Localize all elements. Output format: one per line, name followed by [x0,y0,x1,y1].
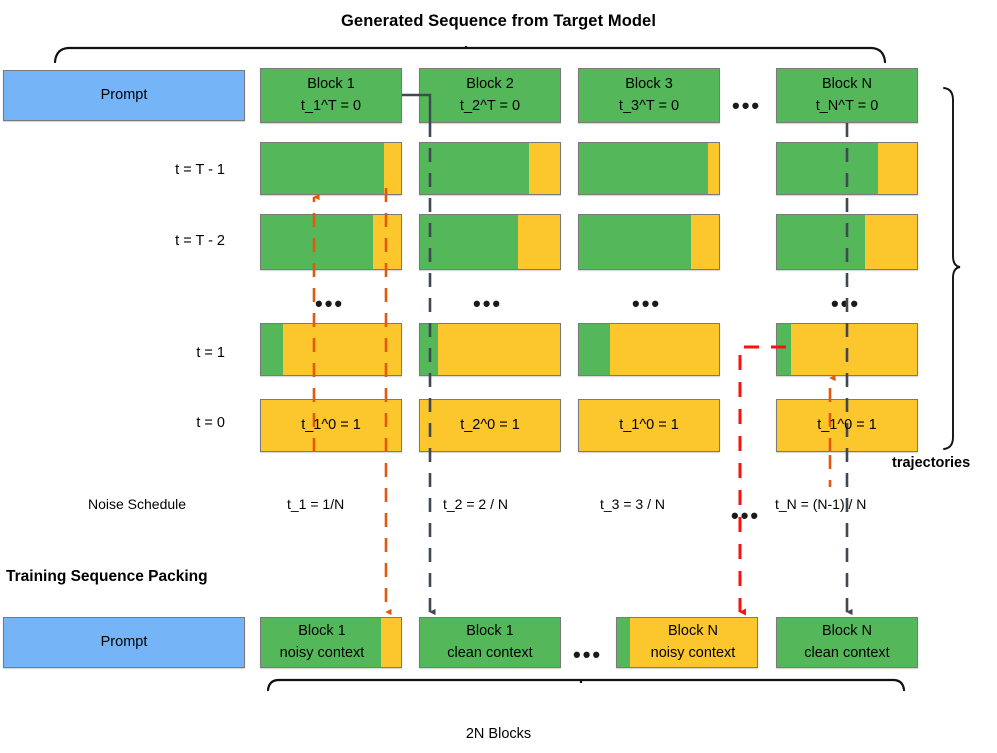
noisy-segment [518,215,560,269]
clean-segment [420,143,530,194]
packing-block-n-noisy-clean-seg [617,618,630,667]
prompt-block-top: Prompt [3,70,245,121]
denoise-block-cn-r3 [776,323,918,376]
clean-segment [777,215,866,269]
denoise-block-c1-r3 [260,323,402,376]
clean-segment [777,143,878,194]
denoise-block-cn-r2 [776,214,918,270]
column-1-ellipsis: ••• [315,291,345,316]
denoise-block-c3-r1 [578,142,720,195]
noisy-segment [529,143,560,194]
packing-ellipsis: ••• [573,642,603,667]
noisy-segment [438,324,560,375]
packing-block-1-noisy-clean-seg [261,618,382,667]
clean-segment [579,143,708,194]
section-title-packing: Training Sequence Packing [6,568,208,585]
noisy-segment [865,215,917,269]
noise-schedule-t2: t_2 = 2 / N [443,496,508,512]
clean-segment [579,215,691,269]
noisy-segment [691,215,719,269]
final-block-c2: t_2^0 = 1 [419,399,561,452]
row-label-t-T-2: t = T - 2 [175,233,225,249]
column-3-ellipsis: ••• [632,291,662,316]
noisy-context-flow-blockn-elbow [738,345,786,616]
noisy-segment [877,143,917,194]
row-label-t-0: t = 0 [196,415,225,431]
denoise-block-c2-r2 [419,214,561,270]
clean-segment [261,324,284,375]
bottom-span-bracket [266,678,906,692]
denoise-block-c2-r3 [419,323,561,376]
noise-schedule-t3: t_3 = 3 / N [600,496,665,512]
noise-schedule-t1: t_1 = 1/N [287,496,345,512]
denoise-block-c2-r1 [419,142,561,195]
trajectories-label: trajectories [892,455,971,471]
top-row-ellipsis: ••• [732,93,762,118]
noisy-segment [707,143,719,194]
denoise-block-cn-r1 [776,142,918,195]
block1-to-block2-connector [402,93,432,123]
column-n-ellipsis: ••• [831,291,861,316]
noisy-segment [609,324,719,375]
denoise-block-c3-r3 [578,323,720,376]
bottom-caption-2n-blocks: 2N Blocks [465,726,532,742]
column-2-ellipsis: ••• [473,291,503,316]
clean-segment [261,143,385,194]
clean-segment [579,324,610,375]
denoise-block-c3-r2 [578,214,720,270]
noise-schedule-label: Noise Schedule [88,496,187,512]
denoise-block-c1-r1 [260,142,402,195]
clean-segment [777,324,791,375]
noise-schedule-ellipsis: ••• [731,503,761,528]
page-title: Generated Sequence from Target Model [340,12,657,30]
clean-segment [420,215,518,269]
noise-schedule-tn: t_N = (N-1) / N [775,496,867,512]
row-label-t-T-1: t = T - 1 [175,162,225,178]
packing-block-1-clean: Block 1 clean context [419,617,561,668]
noisy-segment [791,324,917,375]
clean-segment [261,215,373,269]
trajectories-bracket [943,87,961,450]
top-span-bracket [53,46,887,64]
row-label-t-1: t = 1 [196,345,225,361]
noisy-segment [384,143,401,194]
noisy-segment [283,324,401,375]
